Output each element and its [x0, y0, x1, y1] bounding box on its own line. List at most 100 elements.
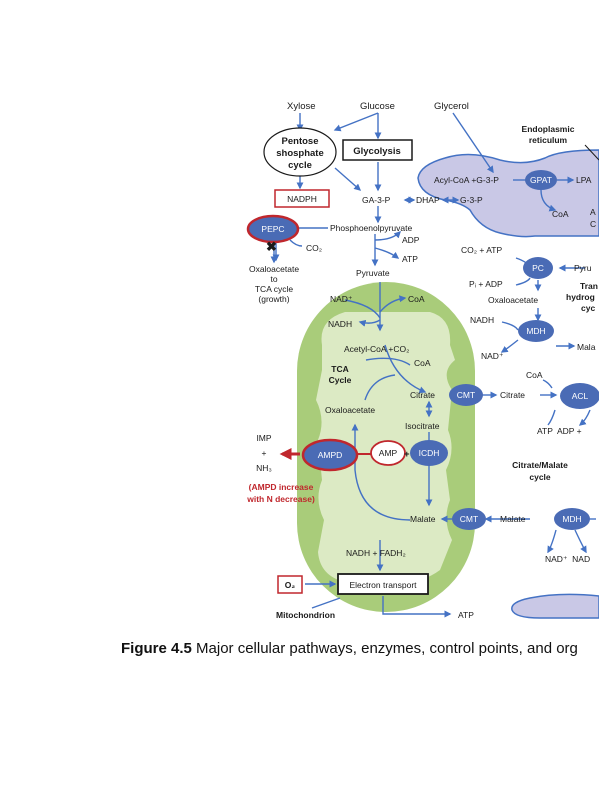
mitochondrion-label: Mitochondrion	[276, 610, 335, 620]
nadh-right-label: NADH	[470, 315, 494, 325]
cmt-label-2: CMT	[460, 514, 478, 524]
pepc-block-icon: ✖	[266, 239, 277, 254]
coa-label-2: CoA	[414, 358, 431, 368]
ampd-label: AMPD	[318, 450, 343, 460]
pentose-line2: shosphate	[276, 148, 324, 159]
pyruvate-label: Pyruvate	[356, 268, 390, 278]
acl-enzyme	[560, 383, 599, 409]
coa-label-1: CoA	[408, 294, 425, 304]
malate-right-label: Malate	[500, 514, 526, 524]
gpat-label: GPAT	[530, 175, 552, 185]
gpat-enzyme	[525, 170, 557, 190]
er-line2: reticulum	[529, 135, 568, 145]
oxaloacetate-right-label: Oxaloacetate	[488, 295, 538, 305]
oxaloacetate-mito-label: Oxaloacetate	[325, 405, 375, 415]
ampd-note-line1: (AMPD increase	[249, 482, 314, 492]
co2-pepc-label: CO₂	[306, 243, 322, 253]
ampd-note-line2: with N decrease)	[246, 494, 315, 504]
imp-line2: +	[262, 448, 267, 458]
imp-line3: NH₃	[256, 463, 272, 473]
tran-partial-line2: hydrog	[566, 292, 595, 302]
electron-transport-label: Electron transport	[349, 580, 417, 590]
lpa-label: LPA	[576, 175, 592, 185]
glycerol-label: Glycerol	[434, 101, 469, 112]
er-lower-shape	[511, 593, 599, 619]
glycolysis-label: Glycolysis	[353, 146, 401, 157]
mdh-enzyme-1	[518, 320, 554, 342]
citrate-right-label: Citrate	[500, 390, 525, 400]
tca-line1: TCA	[331, 364, 348, 374]
cmt-enzyme-2	[452, 508, 486, 530]
er-line1: Endoplasmic	[522, 124, 575, 134]
nad-plus-label: NAD⁺	[330, 294, 353, 304]
plus-sign: +	[404, 449, 410, 460]
tran-partial-line1: Tran	[580, 281, 598, 291]
pepc-enzyme	[246, 214, 300, 244]
nadph-box	[274, 189, 330, 208]
adp-label: ADP	[402, 235, 420, 245]
electron-transport-box	[337, 573, 429, 595]
xylose-label: Xylose	[287, 101, 316, 112]
mdh-label-1: MDH	[526, 326, 545, 336]
imp-line1: IMP	[256, 433, 271, 443]
ga3p-label: GA-3-P	[362, 195, 391, 205]
icdh-label: ICDH	[419, 448, 440, 458]
arrows	[272, 112, 596, 618]
acl-label: ACL	[572, 391, 589, 401]
nadph-label: NADPH	[287, 194, 317, 204]
amp-label: AMP	[379, 448, 398, 458]
oxaloacetate-growth-line1: Oxaloacetate	[249, 264, 299, 274]
pentose-shosphate-cycle-node	[263, 127, 337, 177]
atp-adp-label: ATP ADP +	[537, 426, 582, 436]
pi-adp-label: Pᵢ + ADP	[469, 279, 503, 289]
oxaloacetate-growth-line4: (growth)	[258, 294, 289, 304]
g3p-label: G-3-P	[460, 195, 483, 205]
er-pointer-line	[584, 144, 599, 161]
mdh-enzyme-2	[554, 508, 590, 530]
cmt-enzyme-1	[449, 384, 483, 406]
phosphoenolpyruvate-label: Phosphoenolpyruvate	[330, 223, 413, 233]
pc-enzyme	[523, 257, 553, 279]
glucose-label: Glucose	[360, 101, 395, 112]
nadh-label-1: NADH	[328, 319, 352, 329]
acetylcoa-co2-label: Acetyl-CoA +CO₂	[344, 344, 409, 354]
er-partial-2: C	[590, 219, 596, 229]
nad-plus-nad-label: NAD⁺ NAD	[545, 554, 590, 564]
citrate-malate-cycle-line1: Citrate/Malate	[512, 460, 568, 470]
co2-atp-label: CO₂ + ATP	[461, 245, 502, 255]
endoplasmic-reticulum-shape	[417, 149, 599, 238]
citrate-mito-label: Citrate	[410, 390, 435, 400]
figure-label: Figure 4.5	[121, 640, 192, 657]
o2-box	[277, 575, 303, 594]
mdh-label-2: MDH	[562, 514, 581, 524]
figure-caption: Figure 4.5 Major cellular pathways, enzy…	[121, 640, 599, 657]
pentose-line3: cycle	[288, 160, 312, 171]
acylcoa-g3p-label: Acyl-CoA +G-3-P	[434, 175, 499, 185]
atp-out-label: ATP	[458, 610, 474, 620]
isocitrate-label: Isocitrate	[405, 421, 440, 431]
malate-mito-label: Malate	[410, 514, 436, 524]
oxaloacetate-growth-line2: to	[270, 274, 277, 284]
ampd-enzyme	[301, 438, 359, 472]
dhap-label: DHAP	[416, 195, 440, 205]
atp-glyc-label: ATP	[402, 254, 418, 264]
nadh-fadh2-label: NADH + FADH₂	[346, 548, 406, 558]
pc-label: PC	[532, 263, 544, 273]
citrate-malate-cycle-line2: cycle	[529, 472, 551, 482]
tran-partial-line3: cyc	[581, 303, 595, 313]
tca-line2: Cycle	[329, 375, 352, 385]
o2-label: O₂	[285, 580, 296, 590]
oxaloacetate-growth-line3: TCA cycle	[255, 284, 294, 294]
glycolysis-box	[342, 139, 413, 161]
pyru-partial-label: Pyru	[574, 263, 592, 273]
nad-plus-label-2: NAD⁺	[481, 351, 504, 361]
er-partial-1: A	[590, 207, 596, 217]
coa-er-label: CoA	[552, 209, 569, 219]
pentose-line1: Pentose	[282, 136, 319, 147]
coa-right-label: CoA	[526, 370, 543, 380]
mala-partial-label: Mala	[577, 342, 596, 352]
icdh-enzyme	[410, 440, 448, 466]
figure-caption-text: Major cellular pathways, enzymes, contro…	[196, 640, 578, 657]
cmt-label-1: CMT	[457, 390, 475, 400]
